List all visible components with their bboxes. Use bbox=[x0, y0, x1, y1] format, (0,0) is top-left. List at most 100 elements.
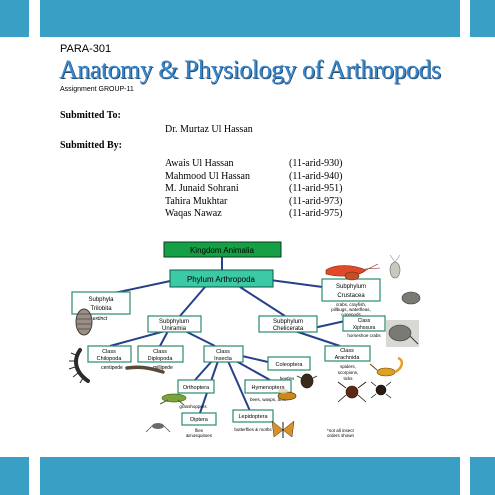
chilopoda-node: Class Chilopoda centipede bbox=[87, 345, 132, 371]
spider-illustration bbox=[337, 381, 367, 403]
arachnida-example: ticks bbox=[344, 376, 354, 381]
member-name: Awais Ul Hassan bbox=[165, 158, 234, 169]
member-name: Tahira Mukhtar bbox=[165, 195, 228, 207]
trilobita-note: extinct bbox=[93, 316, 108, 322]
submitted-by-label: Submitted By: bbox=[60, 140, 122, 151]
wasp-illustration bbox=[277, 388, 297, 401]
phylum-label: Phylum Arthropoda bbox=[187, 275, 256, 284]
arachnida-node: Class Arachnida spiders, scorpions, tick… bbox=[324, 345, 371, 381]
member-id: (11-arid-940) bbox=[289, 170, 343, 182]
centipede-illustration bbox=[68, 348, 90, 384]
lepidoptera-note: butterflies & moths bbox=[234, 427, 272, 432]
insecta-line2: Insecta bbox=[214, 356, 233, 362]
orthoptera-note: grasshoppers bbox=[179, 404, 207, 409]
trilobite-illustration bbox=[75, 308, 93, 336]
diplopoda-note: millipede bbox=[153, 365, 173, 371]
member-row: Waqas Nawaz (11-arid-975) bbox=[165, 208, 343, 221]
xiphosura-line1: Class bbox=[358, 318, 371, 324]
copepod-illustration bbox=[389, 254, 401, 279]
lepidoptera-label: Lepidoptera bbox=[238, 414, 268, 420]
trilobita-node: Subphyla Trilobita extinct bbox=[71, 291, 131, 322]
member-row: M. Junaid Sohrani (11-arid-951) bbox=[165, 183, 343, 196]
member-row: Tahira Mukhtar (11-arid-973) bbox=[165, 196, 343, 209]
arachnida-line1: Class bbox=[340, 348, 354, 354]
diplopoda-line1: Class bbox=[153, 349, 167, 355]
crustacea-example: pillbugs, waterfleas, bbox=[331, 307, 371, 312]
member-row: Mahmood Ul Hassan (11-arid-940) bbox=[165, 171, 343, 184]
footer-bar-left bbox=[0, 457, 29, 495]
coleoptera-node: Coleoptera beetles bbox=[267, 356, 311, 381]
coleoptera-label: Coleoptera bbox=[276, 362, 304, 368]
xiphosura-node: Class Xiphosura horseshoe crabs bbox=[342, 315, 386, 338]
chelicerata-line1: Subphylum bbox=[273, 319, 303, 325]
diptera-node: Diptera flies &mosquitoes bbox=[181, 412, 217, 438]
arachnida-example: scorpions, bbox=[338, 370, 359, 375]
arachnida-example: spiders, bbox=[340, 364, 356, 369]
diptera-note: &mosquitoes bbox=[186, 433, 213, 438]
course-code: PARA-301 bbox=[60, 43, 112, 55]
hymenoptera-label: Hymenoptera bbox=[251, 385, 285, 391]
crustacea-example: crabs, crayfish, bbox=[336, 302, 366, 307]
coleoptera-note: beetles bbox=[280, 376, 295, 381]
footnote-line: orders shown bbox=[327, 433, 355, 438]
orthoptera-node: Orthoptera grasshoppers bbox=[177, 379, 215, 409]
insecta-node: Class Insecta bbox=[203, 345, 244, 363]
lepidoptera-node: Lepidoptera butterflies & moths bbox=[232, 409, 274, 432]
submitted-to-label: Submitted To: bbox=[60, 110, 121, 121]
member-id: (11-arid-951) bbox=[289, 183, 343, 194]
kingdom-node: Kingdom Animalia bbox=[163, 241, 282, 258]
trilobita-line1: Subphyla bbox=[88, 297, 114, 303]
supervisor-name: Dr. Murtaz Ul Hassan bbox=[165, 124, 253, 135]
member-name: M. Junaid Sohrani bbox=[165, 183, 239, 194]
header-bar bbox=[40, 0, 460, 37]
member-id: (11-arid-973) bbox=[289, 195, 343, 207]
diplopoda-line2: Diplopoda bbox=[148, 356, 174, 362]
millipede-illustration bbox=[125, 365, 165, 374]
tick-illustration bbox=[370, 381, 392, 399]
orthoptera-label: Orthoptera bbox=[183, 385, 210, 391]
pillbug-illustration bbox=[401, 291, 421, 305]
member-name: Mahmood Ul Hassan bbox=[165, 170, 250, 182]
member-id: (11-arid-930) bbox=[289, 158, 343, 169]
arachnida-line2: Arachnida bbox=[335, 355, 361, 361]
member-list: Awais Ul Hassan (11-arid-930) Mahmood Ul … bbox=[165, 158, 343, 221]
assignment-group: Assignment GROUP-11 bbox=[60, 86, 134, 93]
chelicerata-node: Subphylum Chelicerata bbox=[258, 315, 318, 333]
crustacea-line2: Crustacea bbox=[337, 293, 365, 299]
diptera-note: flies bbox=[195, 428, 204, 433]
chilopoda-note: centipede bbox=[101, 365, 123, 371]
crustacea-line1: Subphylum bbox=[336, 284, 366, 290]
member-row: Awais Ul Hassan (11-arid-930) bbox=[165, 158, 343, 171]
insecta-line1: Class bbox=[216, 349, 230, 355]
horseshoe-crab-illustration bbox=[386, 320, 419, 347]
uniramia-line1: Subphylum bbox=[159, 319, 189, 325]
header-bar-left bbox=[0, 0, 29, 37]
chilopoda-line2: Chilopoda bbox=[97, 356, 123, 362]
butterfly-illustration bbox=[271, 420, 295, 438]
member-name: Waqas Nawaz bbox=[165, 208, 222, 219]
member-id: (11-arid-975) bbox=[289, 208, 343, 219]
mosquito-illustration bbox=[145, 423, 171, 433]
crab-illustration bbox=[344, 271, 360, 281]
beetle-illustration bbox=[296, 373, 318, 389]
scorpion-illustration bbox=[369, 356, 404, 377]
chilopoda-line1: Class bbox=[102, 349, 116, 355]
xiphosura-note: horseshoe crabs bbox=[347, 333, 381, 338]
footer-bar-right bbox=[470, 457, 495, 495]
footer-bar bbox=[40, 457, 460, 495]
kingdom-label: Kingdom Animalia bbox=[190, 246, 255, 255]
phylum-node: Phylum Arthropoda bbox=[169, 269, 274, 288]
diptera-label: Diptera bbox=[190, 417, 209, 423]
uniramia-node: Subphylum Uniramia bbox=[147, 315, 202, 333]
uniramia-line2: Uniramia bbox=[162, 326, 187, 332]
chelicerata-line2: Chelicerata bbox=[273, 326, 304, 332]
diplopoda-node: Class Diplopoda millipede bbox=[137, 345, 184, 371]
trilobita-line2: Trilobita bbox=[90, 306, 112, 312]
crustacea-example: copepods bbox=[341, 312, 361, 317]
xiphosura-line2: Xiphosura bbox=[353, 325, 376, 331]
header-bar-right bbox=[470, 0, 495, 37]
page-title: Anatomy & Physiology of Arthropods bbox=[59, 55, 441, 84]
footnote-line: *not all insect bbox=[327, 428, 355, 433]
crustacea-node: Subphylum Crustacea crabs, crayfish, pil… bbox=[321, 278, 381, 317]
